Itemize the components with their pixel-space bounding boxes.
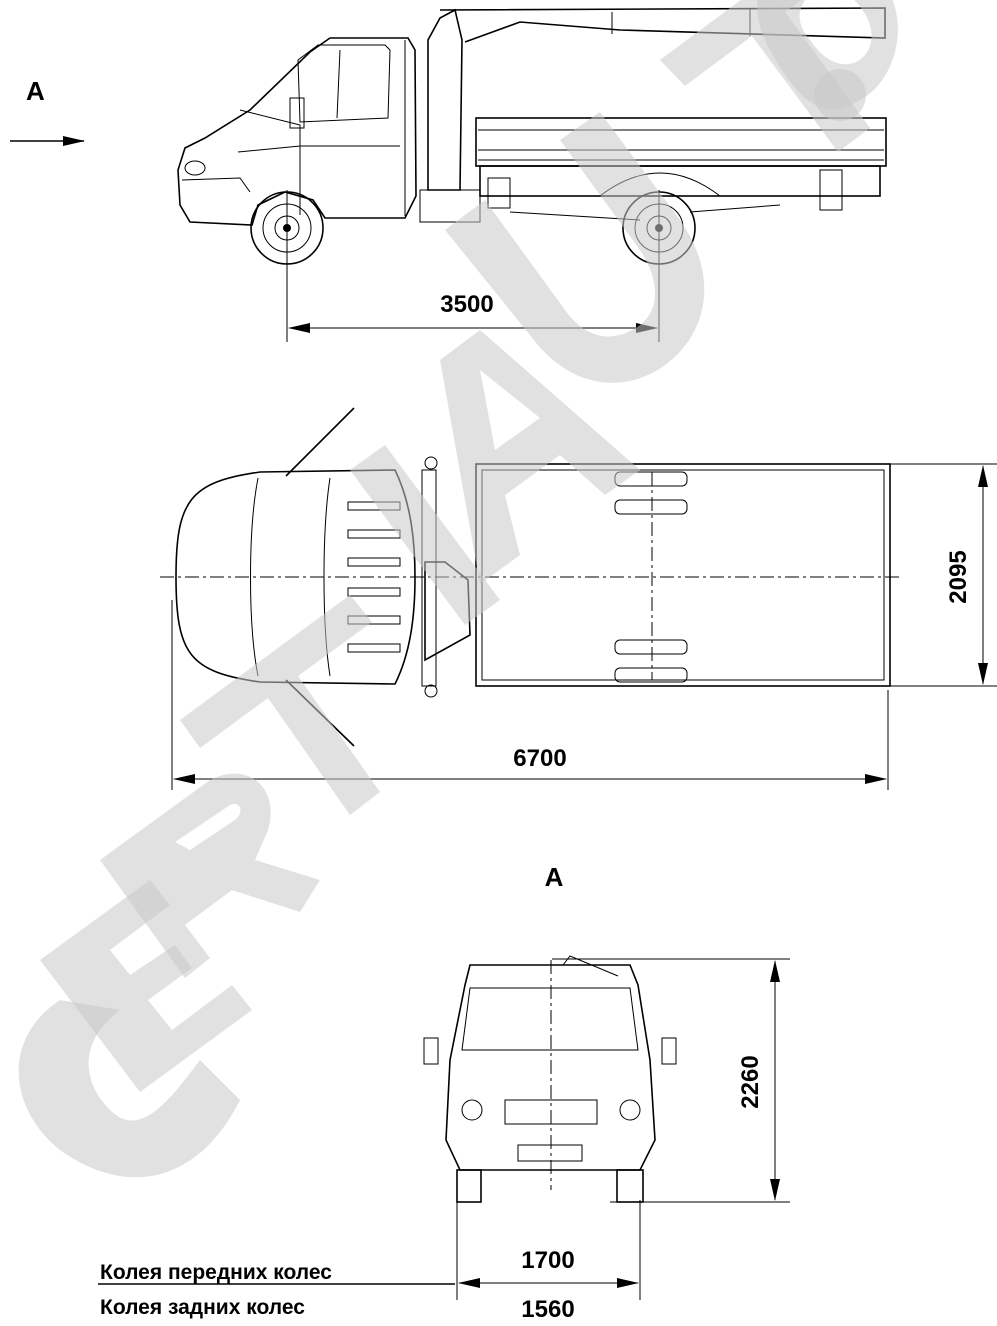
cab-window — [297, 44, 391, 123]
cargo-bed-top — [475, 463, 891, 687]
front-track-label: Колея передних колес — [100, 1261, 332, 1284]
side-mirror — [289, 97, 305, 129]
headlight — [184, 160, 206, 176]
mirror-left — [423, 1037, 439, 1065]
front-track-value: 1700 — [521, 1247, 574, 1274]
truck-front — [445, 964, 656, 1171]
length-value: 6700 — [513, 745, 566, 772]
side-view: A — [10, 7, 887, 342]
front-view-title: A — [545, 862, 564, 892]
width-value: 2095 — [945, 550, 972, 603]
wheelbase-value: 3500 — [440, 291, 493, 318]
license-plate — [517, 1144, 583, 1162]
height-value: 2260 — [737, 1055, 764, 1108]
length-dimension: 6700 — [171, 600, 889, 790]
mirror-right — [661, 1037, 677, 1065]
track-legend: Колея передних колес Колея задних колес — [98, 1261, 455, 1319]
front-tire-left — [456, 1169, 482, 1203]
front-tire-right — [616, 1169, 644, 1203]
width-dimension: 2095 — [890, 463, 997, 687]
cab-top — [175, 469, 416, 685]
headlight-right — [619, 1099, 641, 1121]
rear-track-value: 1560 — [521, 1296, 574, 1323]
truck-cab — [177, 37, 417, 226]
front-view: A 2260 1700 1560 Колея пе — [98, 862, 790, 1323]
height-dimension: 2260 — [552, 958, 790, 1203]
windshield — [461, 987, 639, 1051]
view-direction-label: A — [26, 76, 45, 106]
track-dimension: 1700 1560 — [456, 1200, 641, 1323]
rear-track-label: Колея задних колес — [100, 1296, 305, 1319]
top-view: 2095 6700 — [160, 407, 997, 790]
mirror-arm-left — [285, 407, 355, 477]
watermark — [18, 0, 898, 1178]
rear-axle-wheels — [614, 471, 688, 683]
grille — [504, 1099, 598, 1125]
headlight-left — [461, 1099, 483, 1121]
